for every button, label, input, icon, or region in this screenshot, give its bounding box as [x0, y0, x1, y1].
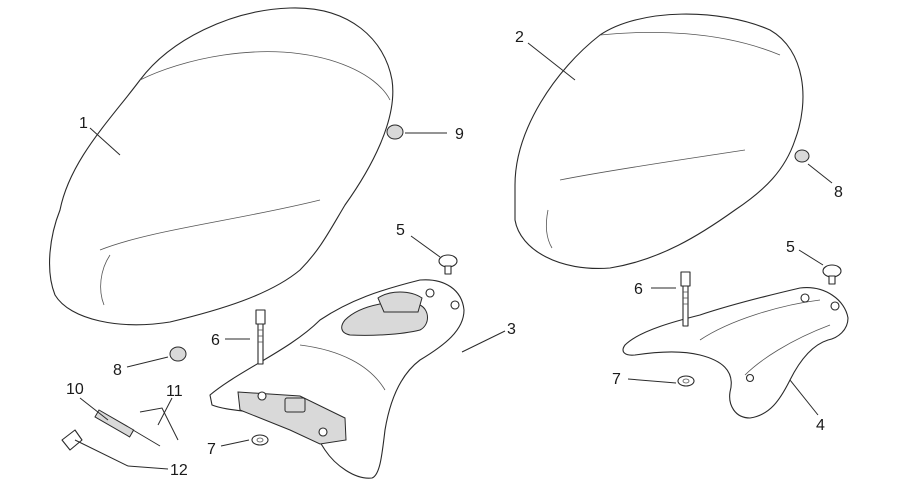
- callout-5a: 5: [396, 222, 405, 239]
- seat-small: [514, 13, 804, 270]
- callout-9: 9: [455, 126, 464, 143]
- cap-5-left: [438, 254, 458, 275]
- callout-6b: 6: [634, 281, 643, 298]
- bumper-8-left: [169, 346, 187, 362]
- bumper-9: [386, 124, 404, 140]
- callout-12: 12: [170, 462, 188, 479]
- callout-2: 2: [515, 29, 524, 46]
- washer-7-left: [251, 434, 269, 446]
- luggage-rack-small: [622, 287, 849, 419]
- bolt-6-left: [255, 309, 266, 365]
- cap-5-right: [822, 264, 842, 285]
- bolt-6-right: [680, 271, 691, 327]
- callout-8b: 8: [834, 184, 843, 201]
- callout-5b: 5: [786, 239, 795, 256]
- callout-4: 4: [816, 417, 825, 434]
- callout-11: 11: [166, 383, 183, 400]
- callout-1: 1: [79, 115, 88, 132]
- bumper-8-right: [794, 149, 810, 163]
- leader-lines: [79, 42, 833, 470]
- callout-7a: 7: [207, 441, 216, 458]
- tools: [61, 407, 179, 467]
- luggage-rack-large: [209, 279, 465, 479]
- callout-7b: 7: [612, 371, 621, 388]
- callout-labels: 1 2 3 4 5 5 6 6 7 7 8 8 9 10 11 12: [66, 29, 843, 479]
- seat-large: [49, 7, 394, 326]
- callout-10: 10: [66, 381, 84, 398]
- callout-3: 3: [507, 321, 516, 338]
- washer-7-right: [677, 375, 695, 387]
- callout-6a: 6: [211, 332, 220, 349]
- callout-8a: 8: [113, 362, 122, 379]
